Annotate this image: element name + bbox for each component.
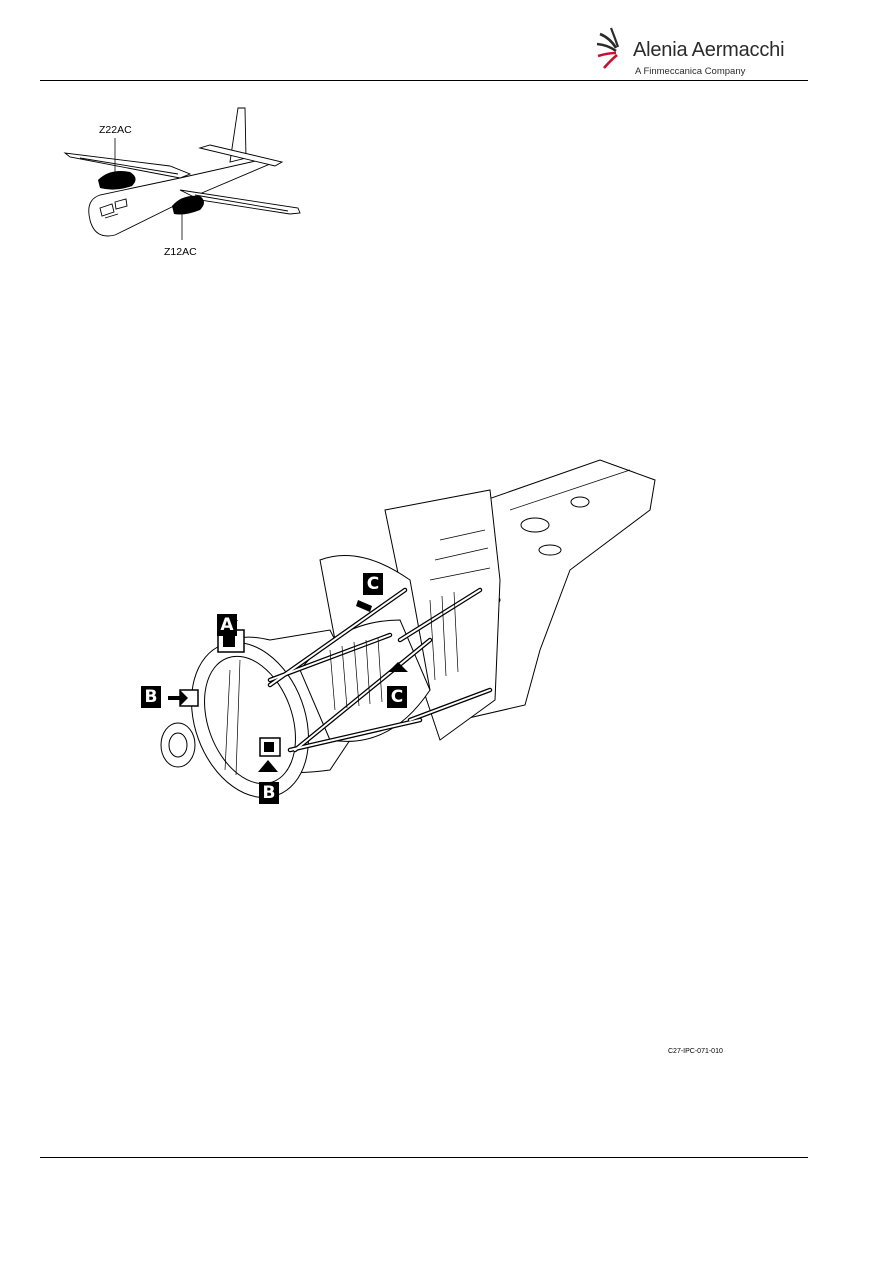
zone-label-z12ac: Z12AC bbox=[164, 246, 197, 258]
company-logo: Alenia Aermacchi A Finmeccanica Company bbox=[596, 26, 796, 82]
logo-name: Alenia Aermacchi bbox=[633, 39, 785, 61]
callout-c-right: C bbox=[387, 686, 407, 708]
zone-label-z22ac: Z22AC bbox=[99, 124, 132, 136]
callout-a: A bbox=[217, 614, 237, 636]
footer-rule bbox=[40, 1157, 808, 1158]
aircraft-drawing bbox=[63, 107, 301, 240]
propeller-swoosh-icon bbox=[596, 27, 620, 69]
header-rule bbox=[40, 80, 808, 81]
aircraft-locator-illustration: Z22AC Z12AC bbox=[60, 100, 310, 260]
figure-id: C27-IPC-071-010 bbox=[668, 1048, 723, 1055]
logo-tagline: A Finmeccanica Company bbox=[635, 66, 746, 77]
engine-drawing bbox=[160, 459, 656, 798]
callout-c-top: C bbox=[363, 573, 383, 595]
callout-b-bottom: B bbox=[259, 782, 279, 804]
callout-b-left: B bbox=[141, 686, 161, 708]
engine-nacelle-illustration: A B B C C bbox=[130, 450, 670, 820]
